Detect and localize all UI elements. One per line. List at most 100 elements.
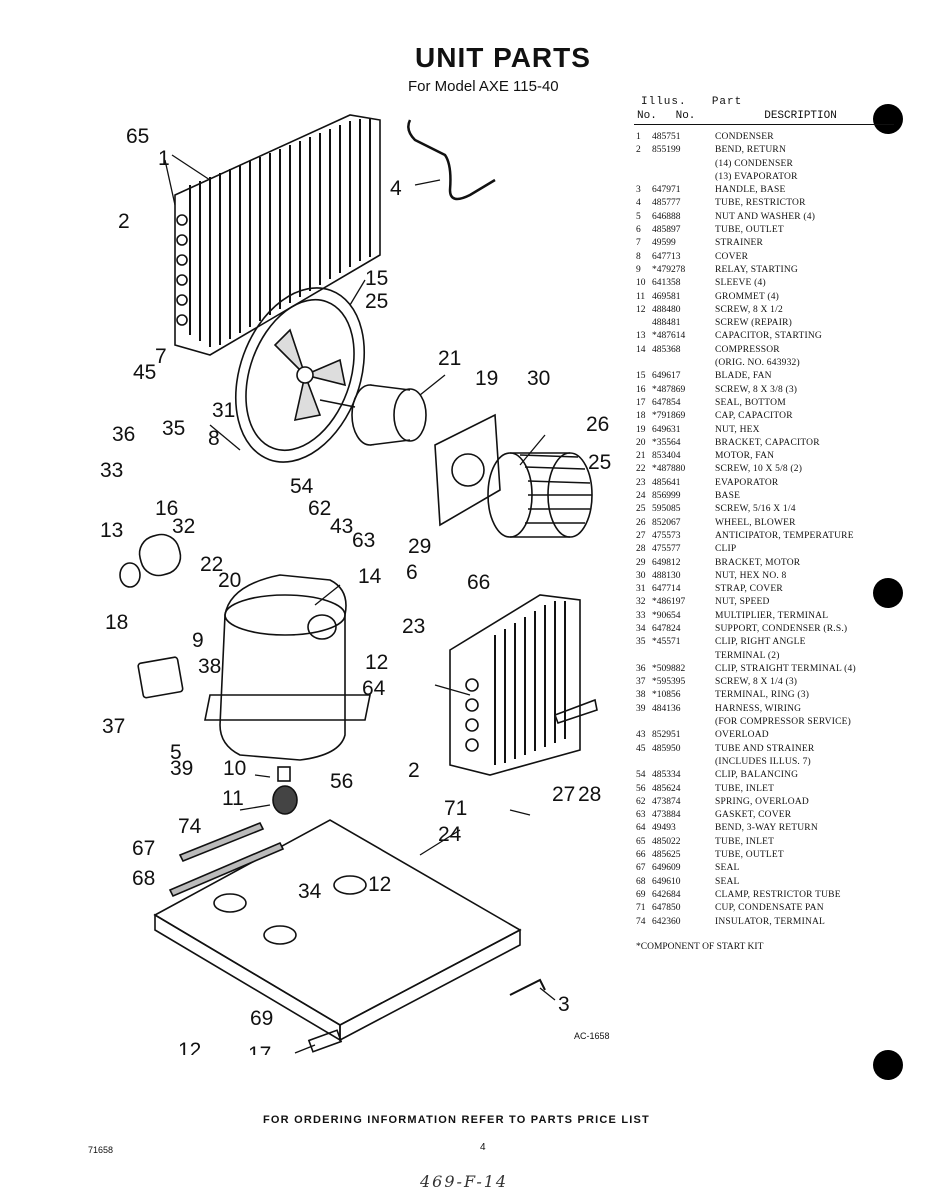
- part-description: (13) EVAPORATOR: [715, 171, 798, 182]
- part-description: GROMMET (4): [715, 291, 780, 302]
- part-description: CAPACITOR, STARTING: [715, 331, 822, 342]
- part-no-header: No.: [675, 110, 696, 122]
- part-description: (INCLUDES ILLUS. 7): [715, 756, 811, 767]
- part-description: SCREW, 8 x 3/8 (3): [715, 384, 798, 395]
- callout-label: 63: [352, 529, 375, 552]
- illus-number: 4: [636, 198, 641, 209]
- parts-row: 54 485334 CLIP, BALANCING: [636, 769, 916, 782]
- part-number: 852951: [652, 730, 681, 741]
- part-number: 49599: [652, 238, 676, 249]
- callout-label: 11: [222, 787, 244, 810]
- part-description: CLIP, BALANCING: [715, 770, 799, 781]
- part-number: 475573: [652, 530, 681, 541]
- part-number: 473884: [652, 810, 681, 821]
- illus-number: 10: [636, 278, 646, 289]
- part-description: EVAPORATOR: [715, 477, 779, 488]
- part-description: OVERLOAD: [715, 730, 769, 741]
- part-number: 485334: [652, 770, 681, 781]
- illus-number: 29: [636, 557, 646, 568]
- part-description: NUT, HEX NO. 8: [715, 570, 787, 581]
- callout-label: 69: [250, 1007, 273, 1030]
- part-description: NUT, SPEED: [715, 597, 770, 608]
- part-number: 485625: [652, 850, 681, 861]
- illus-number: 25: [636, 504, 646, 515]
- part-number: 647713: [652, 251, 681, 262]
- callout-label: 74: [178, 815, 202, 838]
- part-number: 853404: [652, 451, 681, 462]
- exploded-parts-diagram: 65 1 2 4 15 25 7 45 21 19 30 31 36 35 8 …: [100, 114, 611, 1055]
- part-number: 485897: [652, 225, 681, 236]
- callout-leader-lines: [164, 154, 556, 1054]
- parts-row: (INCLUDES ILLUS. 7): [636, 756, 916, 769]
- part-number: 485777: [652, 198, 681, 209]
- fan-motor-drawing: [319, 384, 427, 446]
- part-description: STRAP, COVER: [715, 584, 783, 595]
- illus-header: Illus.: [641, 96, 687, 108]
- illus-number: 20: [636, 437, 646, 448]
- part-description: INSULATOR, TERMINAL: [715, 916, 826, 927]
- part-description: WHEEL, BLOWER: [715, 517, 796, 528]
- part-number: 641358: [652, 278, 681, 289]
- callout-label: 10: [223, 757, 246, 780]
- part-description: MOTOR, FAN: [715, 451, 775, 462]
- callout-label: 67: [132, 837, 155, 860]
- illus-number: 43: [636, 730, 646, 741]
- parts-row: (13) EVAPORATOR: [636, 171, 916, 184]
- capacitor-drawing: [119, 533, 182, 588]
- illus-number: 54: [636, 770, 646, 781]
- illus-number: 71: [636, 903, 646, 914]
- part-number: *486197: [652, 597, 686, 608]
- part-description: SUPPORT, CONDENSER (R.S.): [715, 623, 848, 634]
- parts-row: (ORIG. NO. 643932): [636, 357, 916, 370]
- callout-label: 36: [112, 423, 135, 446]
- callout-label: 24: [438, 823, 462, 846]
- blower-wheel-drawing: [487, 452, 593, 538]
- part-number: 649631: [652, 424, 681, 435]
- binder-hole-top: [873, 104, 903, 134]
- illus-number: 24: [636, 491, 646, 502]
- part-description: SPRING, OVERLOAD: [715, 796, 809, 807]
- evaporator-drawing: [449, 594, 581, 776]
- callout-label: 6: [406, 561, 418, 584]
- illus-number: 9: [636, 264, 641, 275]
- illus-number: 8: [636, 251, 641, 262]
- illus-number: 33: [636, 610, 646, 621]
- callout-label: 45: [133, 361, 156, 384]
- parts-row: 43 852951 OVERLOAD: [636, 729, 916, 742]
- callout-label: 16: [155, 497, 178, 520]
- part-description: BRACKET, CAPACITOR: [715, 437, 820, 448]
- illus-number: 45: [636, 743, 646, 754]
- part-number: 488130: [652, 570, 681, 581]
- callout-label: 19: [475, 367, 498, 390]
- part-number: 646888: [652, 211, 681, 222]
- callout-label: 1: [158, 147, 170, 170]
- callout-label: 14: [358, 565, 382, 588]
- part-description: COVER: [715, 251, 749, 262]
- part-number: *10856: [652, 690, 681, 701]
- part-number: *509882: [652, 663, 686, 674]
- callout-label: 12: [368, 873, 391, 896]
- part-description: CLIP, RIGHT ANGLE: [715, 637, 806, 648]
- illus-number: 66: [636, 850, 646, 861]
- description-header: DESCRIPTION: [764, 110, 837, 122]
